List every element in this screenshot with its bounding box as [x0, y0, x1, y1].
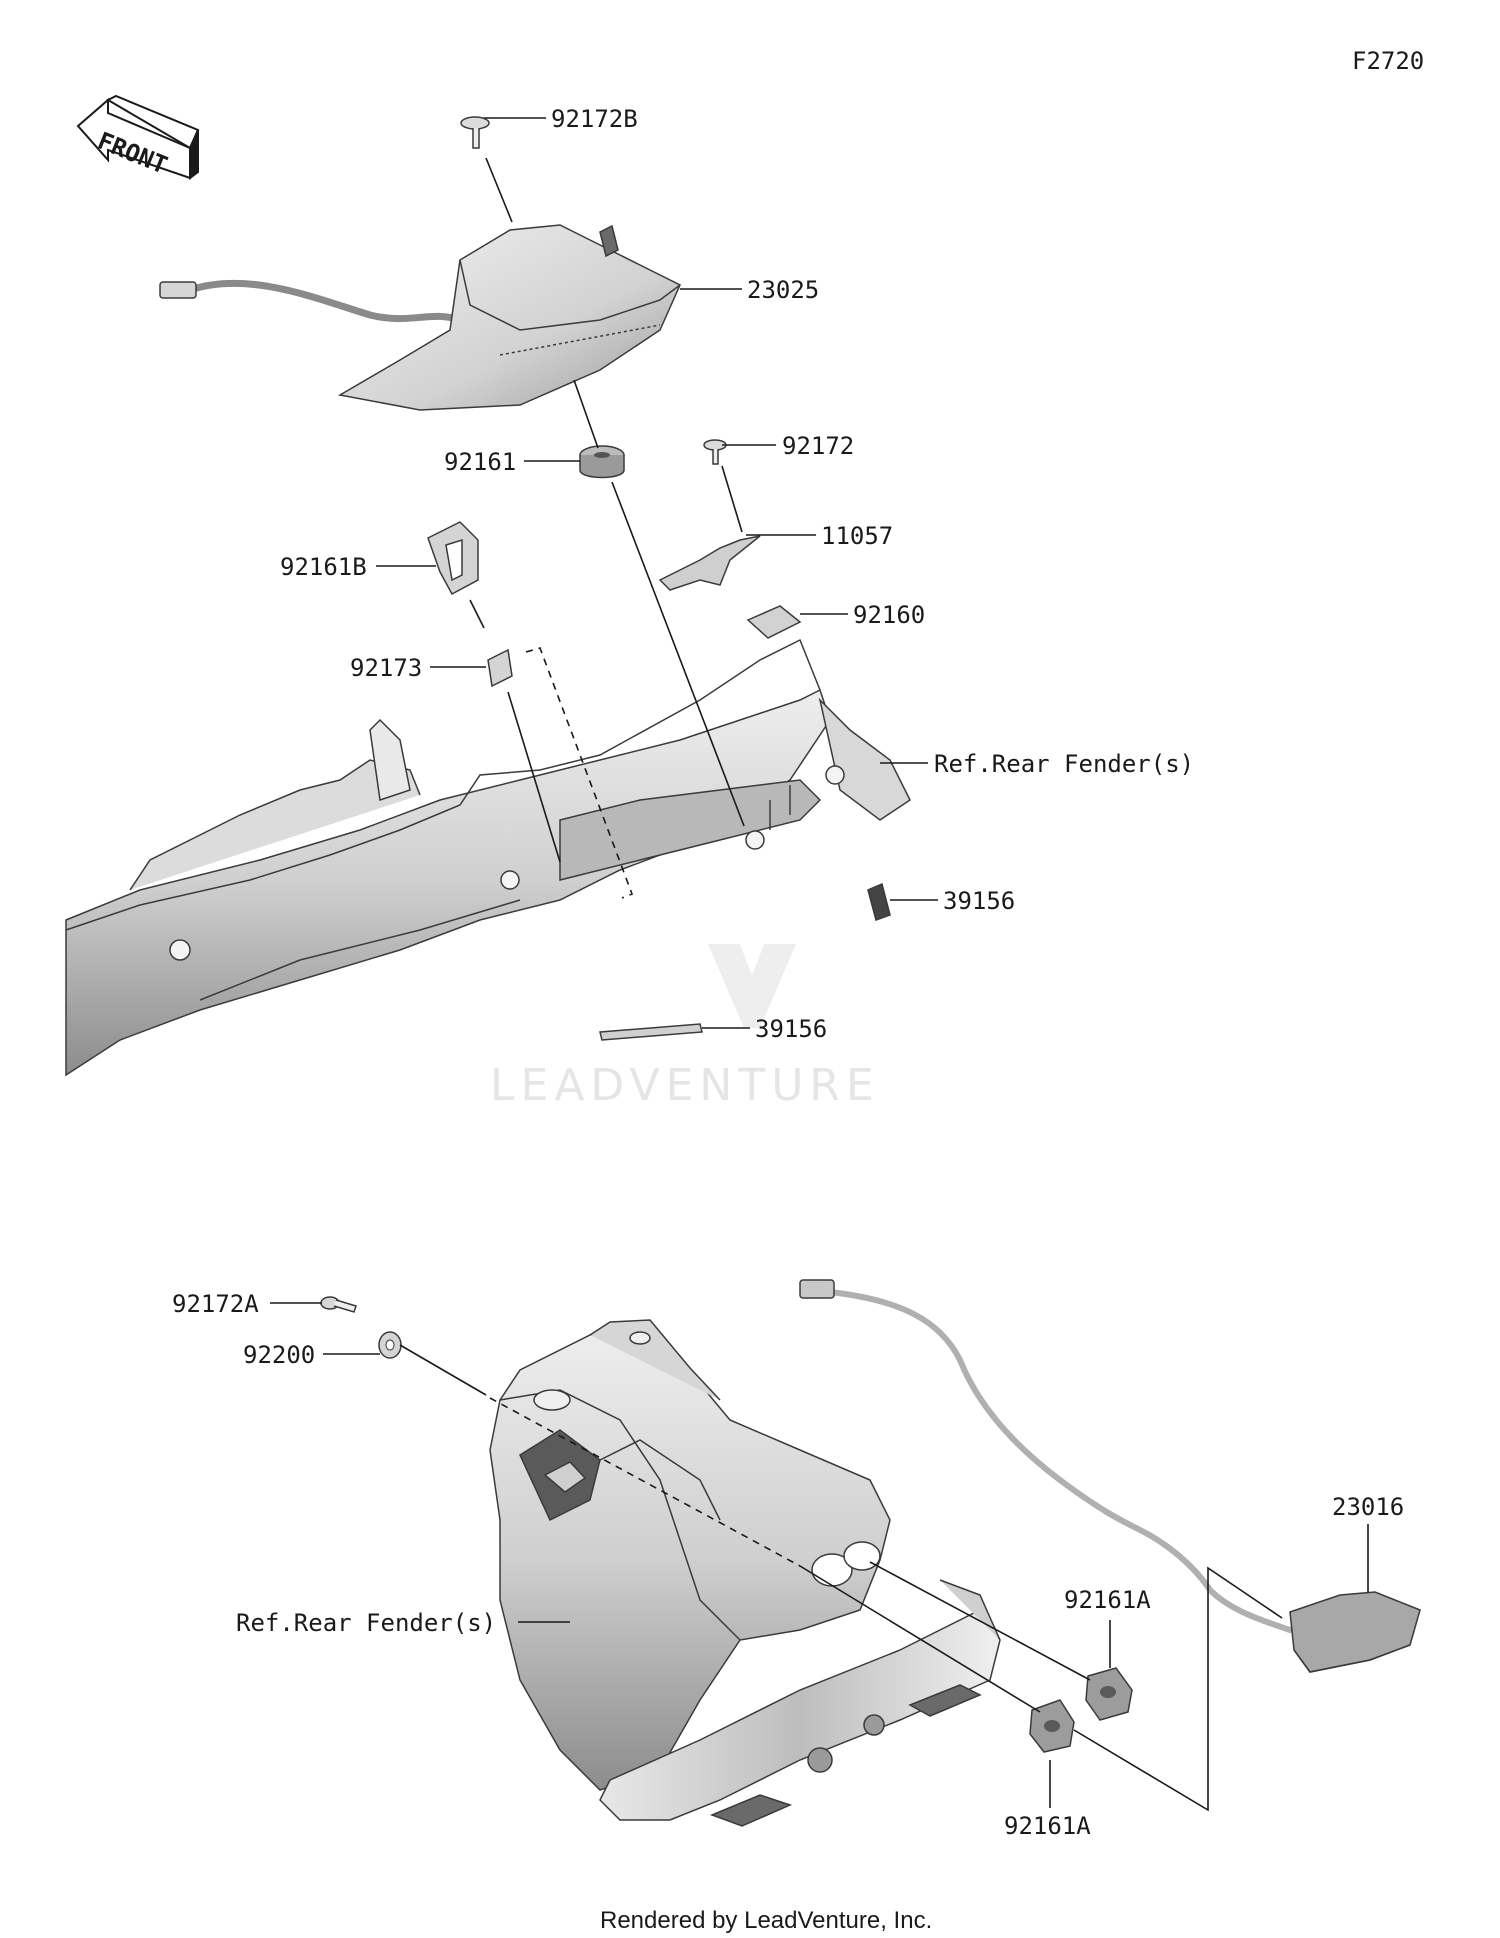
bottom-leader-lines: [270, 1302, 1369, 1812]
rear-fender-bottom: [489, 1319, 891, 1791]
grommet-92161: [579, 445, 625, 479]
grommet-92161A-upper: [1085, 1667, 1133, 1721]
license-light-23016: [799, 1279, 1421, 1673]
callout-ref-rear-fender-top: Ref.Rear Fender(s): [934, 750, 1194, 778]
callout-92172B: 92172B: [551, 105, 638, 133]
grommet-92161A-lower: [1029, 1699, 1075, 1753]
bracket-11057: [658, 535, 761, 591]
reflector-39156-b: [599, 1023, 703, 1041]
callout-39156-b: 39156: [755, 1015, 827, 1043]
callout-23016: 23016: [1332, 1493, 1404, 1521]
bolt-92172A: [320, 1296, 357, 1313]
top-leader-lines: [376, 117, 938, 1029]
callout-39156-a: 39156: [943, 887, 1015, 915]
plate-bracket: [599, 1579, 1001, 1827]
callout-ref-rear-fender-bottom: Ref.Rear Fender(s): [236, 1609, 496, 1637]
bolt-92172B: [460, 116, 490, 149]
footer-credit: Rendered by LeadVenture, Inc.: [600, 1907, 932, 1934]
watermark: LEADVENTURE: [490, 944, 880, 1111]
callout-92161B: 92161B: [280, 553, 367, 581]
callout-92161A-upper: 92161A: [1064, 1586, 1151, 1614]
clip-92173: [487, 648, 513, 688]
reflector-39156-a: [867, 882, 891, 921]
pad-92160: [746, 605, 802, 639]
front-arrow-icon: FRONT: [76, 94, 200, 180]
callout-92200: 92200: [243, 1341, 315, 1369]
rear-fender-top: [65, 638, 911, 1077]
callout-92161: 92161: [444, 448, 516, 476]
clip-92161B: [427, 521, 479, 596]
callout-92172A: 92172A: [172, 1290, 259, 1318]
washer-92200: [378, 1331, 402, 1359]
callout-92173: 92173: [350, 654, 422, 682]
callout-92172: 92172: [782, 432, 854, 460]
callout-11057: 11057: [821, 522, 893, 550]
watermark-text: LEADVENTURE: [490, 1060, 880, 1111]
taillight-23025: [159, 224, 681, 411]
figure-code: F2720: [1352, 47, 1424, 75]
callout-92160: 92160: [853, 601, 925, 629]
callout-92161A-lower: 92161A: [1004, 1812, 1091, 1840]
bolt-92172: [703, 439, 727, 465]
callout-23025: 23025: [747, 276, 819, 304]
